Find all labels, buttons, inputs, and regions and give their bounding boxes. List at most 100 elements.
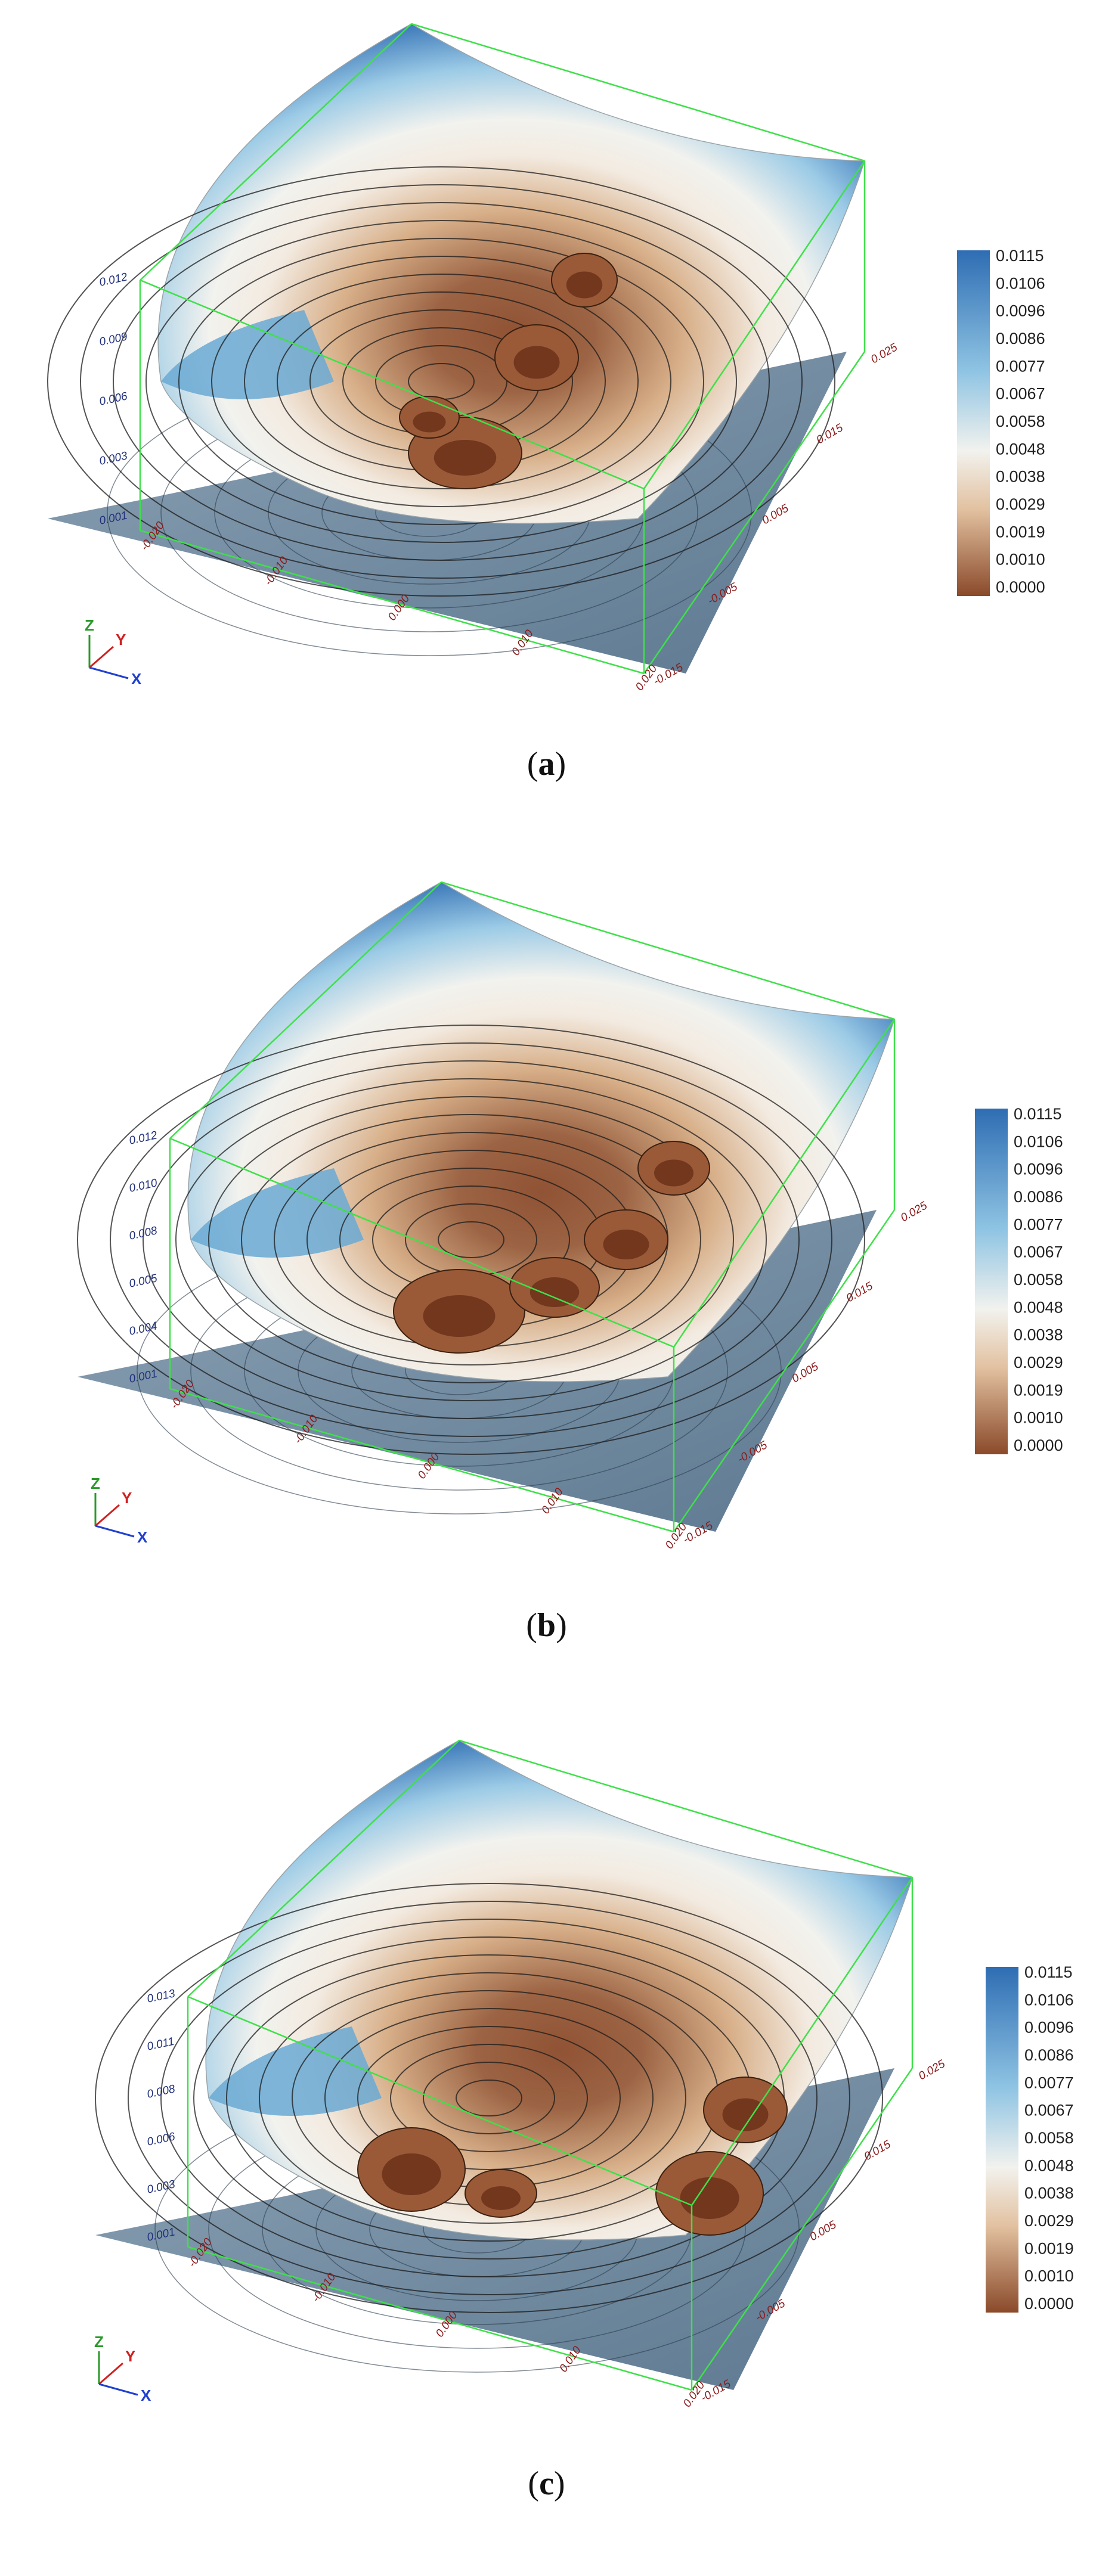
colorbar-tick-label: 0.0010 [1024,2267,1074,2285]
surface-contour-line [390,2044,588,2152]
triad-x-label: X [137,1528,148,1546]
triad-y-label: Y [125,2347,135,2365]
surface-contour-line [175,1078,767,1401]
colorbar-tick-label: 0.0010 [1014,1409,1063,1427]
colorbar-tick-label: 0.0086 [1024,2046,1074,2064]
z-tick-label: 0.008 [146,2082,177,2101]
pit-core [722,2098,769,2131]
surface-plot-c: 0.0130.0110.0080.0060.0030.001-0.020-0.0… [94,1739,1074,2410]
caption-label: b [537,1607,556,1644]
z-tick-label: 0.003 [146,2178,177,2196]
surface-contour-line [423,2062,555,2134]
caption-label: c [539,2465,554,2502]
colorbar-tick-label: 0.0029 [1024,2212,1074,2230]
panel-caption: (c) [0,2465,1093,2503]
colorbar-tick-label: 0.0058 [996,412,1045,430]
bounding-box-edge [140,529,645,675]
colorbar-tick-label: 0.0019 [1024,2239,1074,2257]
colorbar-tick-label: 0.0115 [1024,1963,1073,1981]
bounding-box-edge [673,1019,896,1348]
panel-caption: (a) [0,745,1093,783]
triad-x-axis [89,666,129,679]
triad-y-axis [89,645,114,669]
colorbar-tick-label: 0.0019 [996,523,1045,541]
surface-contour-line [208,1096,734,1383]
bounding-box-edge [187,1995,692,2206]
caption-open: ( [526,1607,537,1644]
colorbar-tick-label: 0.0096 [1024,2019,1074,2037]
surface-contour-line [438,1221,504,1258]
bounding-box-edge [169,1137,674,1348]
triad-x-label: X [131,670,142,688]
triad-z-label: Z [91,1475,100,1492]
pit-core [654,1159,693,1187]
colorbar-tick-label: 0.0086 [996,330,1045,347]
colorbar-tick-label: 0.0115 [996,247,1044,265]
bounding-box-edge [411,23,865,162]
colorbar-tick-label: 0.0048 [1014,1298,1063,1316]
colorbar-tick-label: 0.0077 [996,357,1045,375]
triad-y-label: Y [122,1489,132,1507]
triad-x-axis [98,2383,138,2396]
colorbar-tick-label: 0.0086 [1014,1188,1063,1206]
bounding-box-edge [673,1209,896,1532]
colorbar-tick-label: 0.0096 [1014,1160,1063,1178]
colorbar-tick-label: 0.0077 [1024,2074,1074,2091]
pit-core [680,2177,739,2219]
colorbar-tick-label: 0.0115 [1014,1105,1062,1123]
bounding-box-edge [691,2068,914,2391]
bounding-box-edge [187,1740,460,1997]
colorbar-tick-label: 0.0067 [1024,2102,1074,2119]
surface-contour-line [178,238,704,525]
colorbar-tick-label: 0.0077 [1014,1215,1063,1233]
surface-contour-line [77,1025,865,1455]
z-tick-label: 0.006 [146,2130,177,2149]
caption-open: ( [527,746,538,783]
triad-x-label: X [141,2386,151,2404]
colorbar-tick-label: 0.0106 [1024,1991,1074,2009]
z-tick-label: 0.012 [128,1129,159,1147]
colorbar-tick-label: 0.0038 [1014,1326,1063,1344]
surface-contour-line [110,1042,832,1437]
triad-z-label: Z [85,616,94,634]
surface-contour-line [145,220,737,543]
colorbar [975,1109,1008,1454]
bounding-box-edge [169,882,442,1139]
triad-z-label: Z [94,2333,104,2351]
surface-contour-line [211,256,671,507]
colorbar-tick-label: 0.0029 [1014,1354,1063,1371]
z-tick-label: 0.009 [98,330,129,349]
pit-core [382,2153,441,2195]
pit-core [413,411,446,433]
surface-contour-line [160,1919,818,2277]
colorbar-tick-label: 0.0096 [996,302,1045,320]
y-tick-label: 0.025 [916,2057,948,2082]
z-tick-label: 0.010 [128,1177,159,1195]
y-tick-label: 0.015 [815,421,846,446]
surface-left-wing [191,1168,364,1258]
surface-left-wing [209,2026,382,2116]
surface [187,882,896,1382]
colorbar [986,1967,1018,2313]
colorbar-tick-label: 0.0048 [1024,2156,1074,2174]
caption-close: ) [553,2465,565,2502]
colorbar-tick-label: 0.0067 [1014,1243,1063,1261]
caption-label: a [538,746,555,783]
surface-contour-line [241,1114,701,1365]
y-tick-label: 0.015 [844,1280,875,1305]
surface-left-wing [161,310,334,399]
surface-contour-line [80,184,803,579]
pit-core [603,1230,649,1259]
surface-contour-line [357,2026,621,2170]
y-tick-label: 0.025 [869,341,900,366]
surface-contour-line [143,1060,800,1419]
colorbar-tick-label: 0.0048 [996,440,1045,458]
caption-close: ) [556,1607,567,1644]
pit-core [530,1277,580,1307]
surface-contour-line [456,2080,522,2116]
z-tick-label: 0.012 [98,271,129,289]
colorbar-tick-label: 0.0000 [1024,2295,1074,2313]
colorbar-tick-label: 0.0019 [1014,1381,1063,1399]
